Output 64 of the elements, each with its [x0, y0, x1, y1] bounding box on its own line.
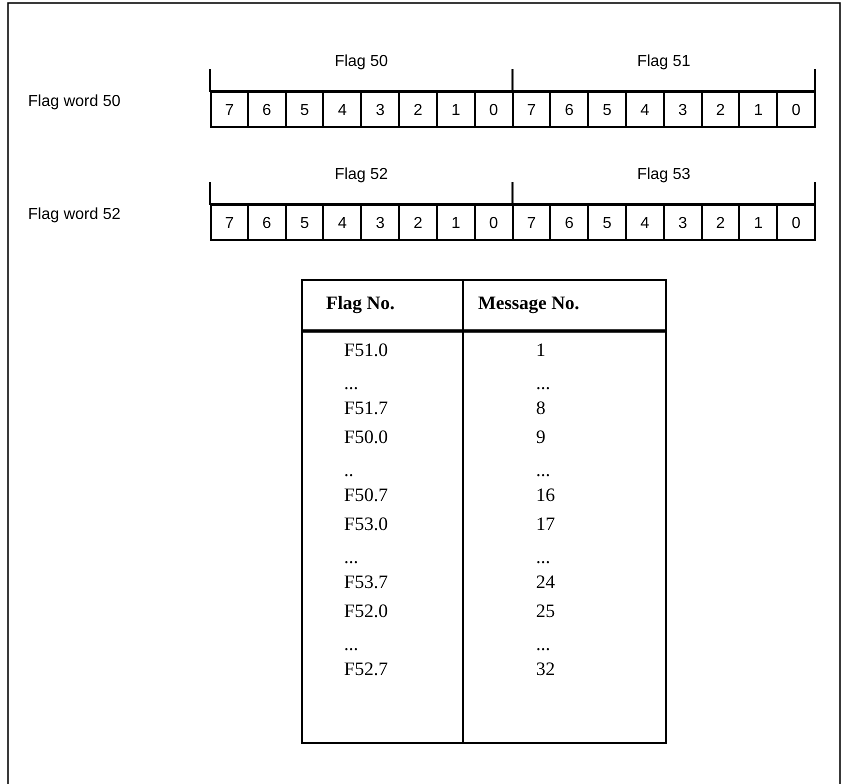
- table-text: 25: [536, 601, 555, 623]
- table-text: F52.0: [344, 601, 388, 623]
- table-text: ..: [344, 460, 354, 482]
- bit-field: 3: [360, 91, 400, 128]
- table-text: ...: [536, 373, 550, 395]
- bit-field: 2: [700, 204, 740, 241]
- bit-field: 5: [284, 204, 324, 241]
- table-text: ...: [536, 634, 550, 656]
- bit-field: 7: [210, 204, 249, 241]
- bit-field: 2: [398, 91, 438, 128]
- bit-field: 2: [398, 204, 438, 241]
- bit-field: 6: [549, 204, 590, 241]
- column-header: Message No.: [478, 293, 580, 315]
- bit-field: 1: [738, 91, 778, 128]
- bit-field: 0: [776, 204, 816, 241]
- bit-field: 1: [436, 204, 476, 241]
- column-header: Flag No.: [326, 293, 395, 315]
- bit-field: 5: [587, 204, 627, 241]
- bit-field: 0: [474, 204, 514, 241]
- table-text: 1: [536, 340, 546, 362]
- byte-label: Flag 53: [637, 166, 690, 184]
- table-text: F51.0: [344, 340, 388, 362]
- table-text: ...: [536, 460, 550, 482]
- bit-field: 5: [284, 91, 324, 128]
- table-text: F50.0: [344, 427, 388, 449]
- bit-field: 6: [549, 91, 590, 128]
- table-text: 17: [536, 514, 555, 536]
- table-text: 32: [536, 659, 555, 681]
- bit-field: 2: [700, 91, 740, 128]
- table-text: F51.7: [344, 398, 388, 420]
- table-text: 9: [536, 427, 546, 449]
- bit-field: 0: [474, 91, 514, 128]
- bit-field: 4: [322, 204, 362, 241]
- bit-field: 3: [662, 204, 703, 241]
- word-label: Flag word 52: [28, 206, 120, 224]
- table-text: F50.7: [344, 485, 388, 507]
- table-text: F52.7: [344, 659, 388, 681]
- bit-field: 1: [738, 204, 778, 241]
- table-text: 16: [536, 485, 555, 507]
- word-label: Flag word 50: [28, 93, 120, 111]
- bit-field: 7: [512, 91, 552, 128]
- bit-field: 3: [662, 91, 703, 128]
- bit-field: 1: [436, 91, 476, 128]
- table-text: 8: [536, 398, 546, 420]
- bit-field: 7: [210, 91, 249, 128]
- bit-field: 6: [246, 91, 287, 128]
- table-text: ...: [536, 547, 550, 569]
- bit-field: 5: [587, 91, 627, 128]
- byte-label: Flag 51: [637, 53, 690, 71]
- table-text: F53.0: [344, 514, 388, 536]
- bit-field: 3: [360, 204, 400, 241]
- bit-field: 4: [322, 91, 362, 128]
- byte-label: Flag 50: [334, 53, 388, 71]
- bit-field: 0: [776, 91, 816, 128]
- bit-field: 7: [512, 204, 552, 241]
- table-text: ...: [344, 373, 358, 395]
- bit-field: 6: [246, 204, 287, 241]
- table-text: ...: [344, 547, 358, 569]
- bit-field: 4: [624, 91, 665, 128]
- table-text: 24: [536, 572, 555, 594]
- table-text: F53.7: [344, 572, 388, 594]
- bit-field: 4: [624, 204, 665, 241]
- byte-label: Flag 52: [334, 166, 388, 184]
- table-text: ...: [344, 634, 358, 656]
